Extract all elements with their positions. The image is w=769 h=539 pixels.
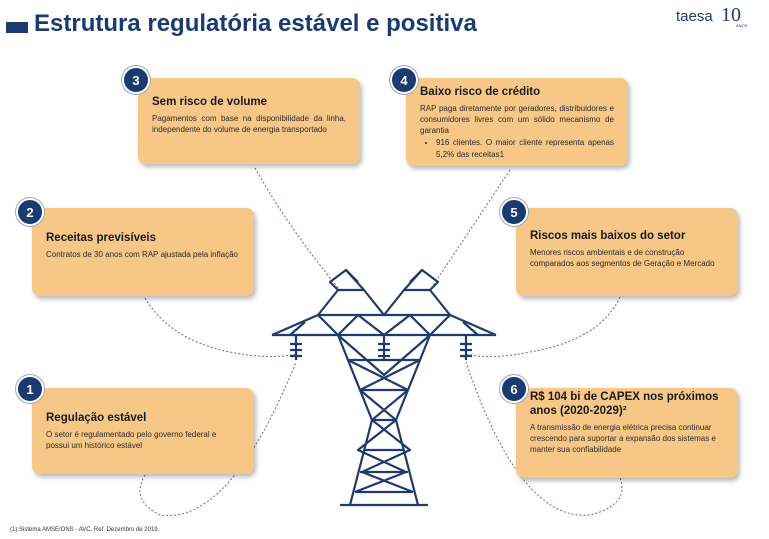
footnote: (1) Sistema AMSE/ONS - AVC. Ref. Dezembr… [10, 527, 160, 533]
badge-6: 6 [500, 375, 528, 403]
card-text: O setor é regulamentado pelo governo fed… [46, 429, 217, 450]
card-text: RAP paga diretamente por geradores, dist… [420, 103, 614, 136]
title-bar-accent [6, 22, 28, 33]
logo-text: taesa [676, 8, 713, 25]
card-sem-risco-volume: Sem risco de volume Pagamentos com base … [138, 78, 360, 164]
card-bullet: 916 clientes. O maior cliente representa… [436, 137, 614, 159]
card-title: R$ 104 bi de CAPEX nos próximos anos (20… [530, 391, 719, 417]
badge-3: 3 [122, 66, 150, 94]
card-text: Menores riscos ambientais e de construçã… [530, 247, 715, 268]
card-title: Riscos mais baixos do setor [530, 230, 686, 242]
logo-sub: ANOS [736, 23, 748, 28]
card-title: Sem risco de volume [152, 96, 268, 108]
connector-3 [254, 167, 341, 291]
card-title: Regulação estável [46, 412, 147, 424]
card-title: Receitas previsíveis [46, 232, 156, 244]
connector-6 [465, 361, 623, 516]
badge-5: 5 [500, 198, 528, 226]
logo-number: 10 [721, 4, 741, 26]
card-riscos-mais-baixos: Riscos mais baixos do setor Menores risc… [516, 208, 738, 296]
badge-4: 4 [390, 66, 418, 94]
card-text: Contratos de 30 anos com RAP ajustada pe… [46, 249, 238, 259]
card-receitas-previsiveis: Receitas previsíveis Contratos de 30 ano… [32, 208, 254, 296]
connector-5 [465, 296, 621, 358]
connector-2 [144, 297, 297, 358]
card-text: Pagamentos com base na disponibilidade d… [152, 113, 346, 134]
card-text: A transmissão de energia elétrica precis… [530, 422, 716, 454]
connector-lines [139, 167, 623, 517]
taesa-logo: taesa 10 ANOS [676, 4, 760, 32]
badge-1: 1 [16, 375, 44, 403]
page-title: Estrutura regulatória estável e positiva [34, 10, 477, 37]
card-capex: R$ 104 bi de CAPEX nos próximos anos (20… [516, 388, 738, 478]
card-baixo-risco-credito: Baixo risco de crédito RAP paga diretame… [406, 78, 628, 166]
card-bullet-list: 916 clientes. O maior cliente representa… [420, 137, 614, 159]
transmission-tower-icon [271, 268, 497, 507]
badge-2: 2 [16, 198, 44, 226]
connector-1 [139, 361, 297, 517]
card-regulacao-estavel: Regulação estável O setor é regulamentad… [32, 388, 254, 474]
card-title: Baixo risco de crédito [420, 86, 541, 98]
connector-4 [429, 169, 511, 291]
